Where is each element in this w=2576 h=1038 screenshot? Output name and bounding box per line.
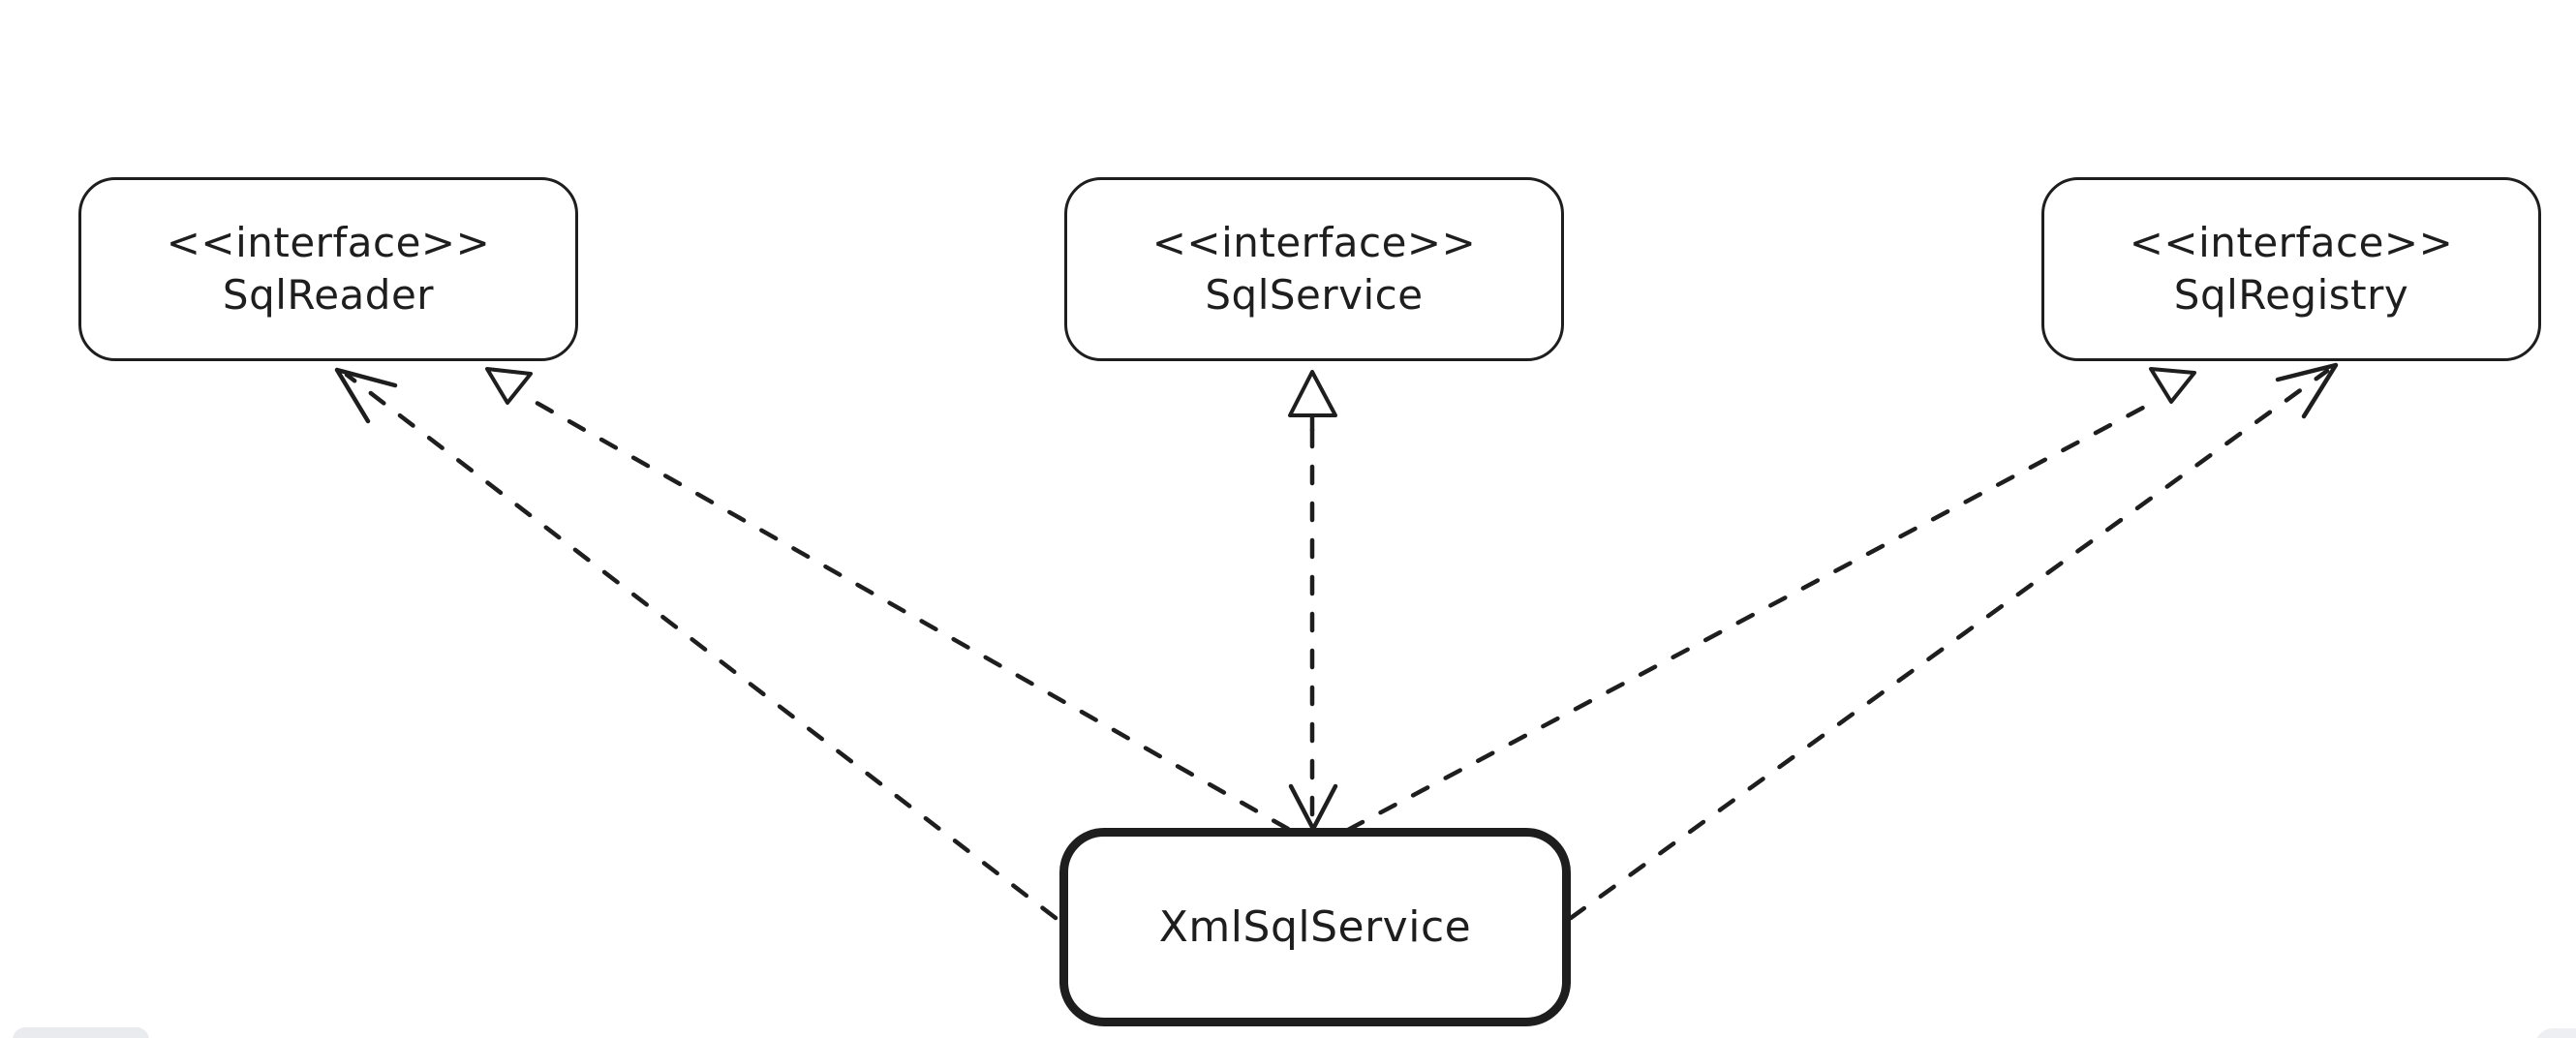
node-sqlservice[interactable]: <<interface>> SqlService <box>1064 177 1564 361</box>
node-sqlreader-stereotype: <<interface>> <box>166 219 491 266</box>
edge-dependency-sqlregistry[interactable] <box>1568 362 2339 921</box>
node-xmlsqlservice-name: XmlSqlService <box>1158 901 1472 952</box>
hollow-triangle-arrowhead <box>1288 370 1337 417</box>
edge-realization-sqlservice[interactable] <box>1288 370 1338 832</box>
edge-realization-sqlregistry[interactable] <box>1345 367 2196 833</box>
node-xmlsqlservice[interactable]: XmlSqlService <box>1059 828 1571 1026</box>
bottom-left-toolbar-fragment[interactable] <box>13 1027 149 1038</box>
hollow-triangle-arrowhead <box>485 367 533 405</box>
node-sqlreader[interactable]: <<interface>> SqlReader <box>78 177 578 361</box>
node-sqlregistry[interactable]: <<interface>> SqlRegistry <box>2041 177 2541 361</box>
edge-dependency-sqlreader[interactable] <box>334 367 1058 921</box>
bottom-right-button-fragment[interactable] <box>2535 1028 2576 1038</box>
edge-realization-sqlreader[interactable] <box>485 367 1291 832</box>
hollow-triangle-arrowhead <box>2149 367 2196 404</box>
node-sqlservice-stereotype: <<interface>> <box>1151 219 1477 266</box>
node-sqlreader-name: SqlReader <box>222 271 435 319</box>
node-sqlregistry-stereotype: <<interface>> <box>2129 219 2454 266</box>
node-sqlservice-name: SqlService <box>1205 271 1424 319</box>
node-sqlregistry-name: SqlRegistry <box>2173 271 2409 319</box>
